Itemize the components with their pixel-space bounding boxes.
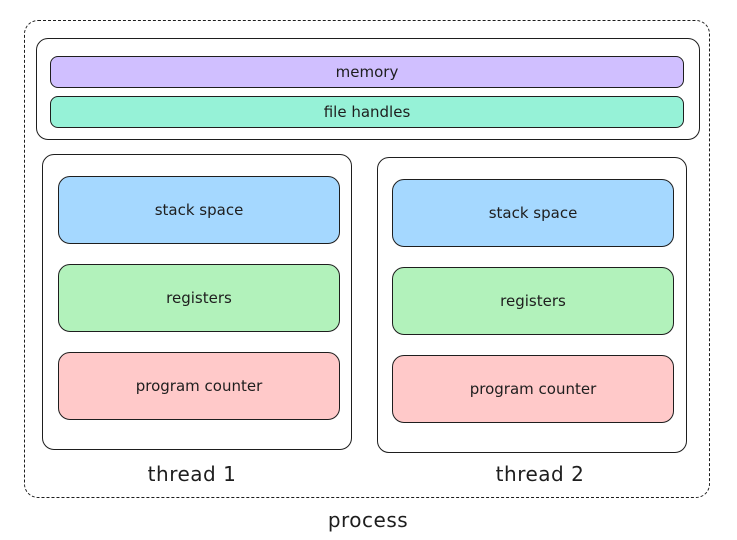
process-boundary [24,20,710,498]
thread-1-program-counter: program counter [58,352,340,420]
file-handles-bar: file handles [50,96,684,128]
stack-space-label: stack space [488,204,578,222]
registers-label: registers [500,292,566,310]
thread-2-stack-space: stack space [392,179,674,247]
shared-resources-box [36,38,700,140]
stack-space-label: stack space [154,201,244,219]
thread-1-label: thread 1 [147,462,237,486]
memory-bar: memory [50,56,684,88]
thread-1-registers: registers [58,264,340,332]
registers-label: registers [166,289,232,307]
thread-1-stack-space: stack space [58,176,340,244]
program-counter-label: program counter [135,377,263,395]
thread-2-registers: registers [392,267,674,335]
program-counter-label: program counter [469,380,597,398]
file-handles-label: file handles [323,103,411,121]
thread-2-box: stack space registers program counter [377,157,687,453]
thread-1-box: stack space registers program counter [42,154,352,450]
thread-2-label: thread 2 [495,462,585,486]
thread-2-program-counter: program counter [392,355,674,423]
process-label: process [327,508,409,532]
memory-label: memory [335,63,399,81]
